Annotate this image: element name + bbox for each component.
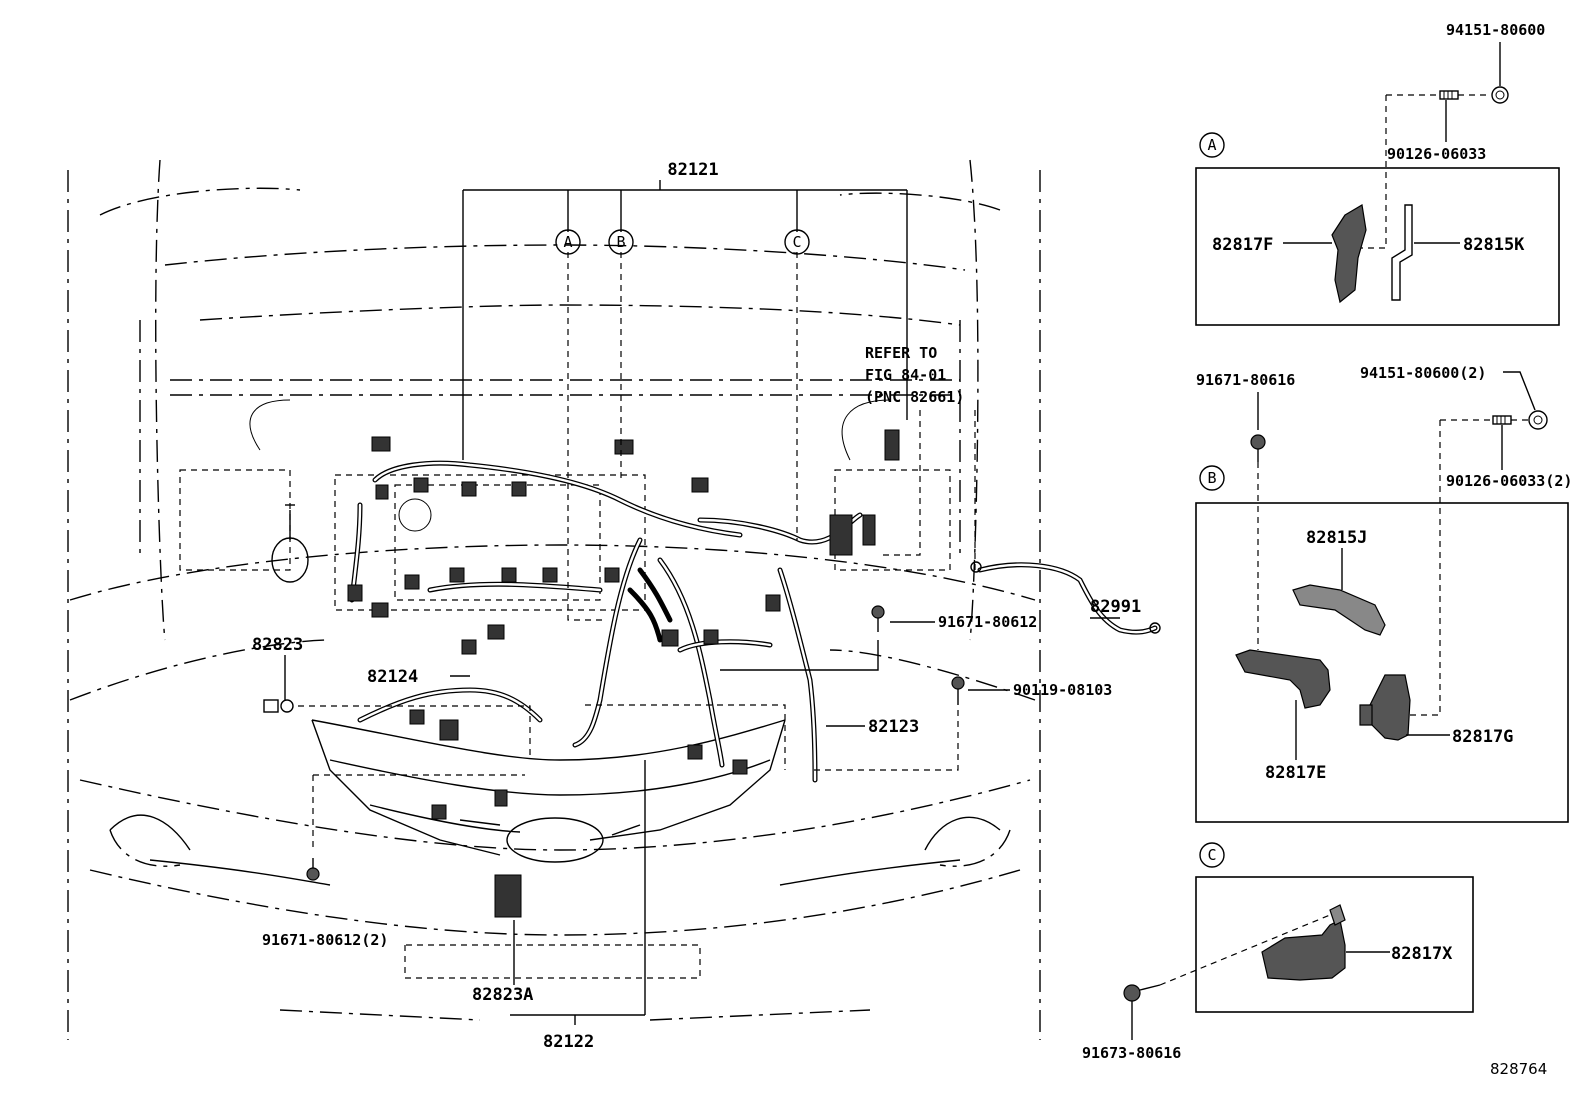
bolt-91671-80612-2-icon [306,858,320,881]
main-leader-lines [284,180,1120,1025]
detail-c-bolt-label: 91673-80616 [1082,1044,1181,1062]
detail-a-marker: A [1207,136,1216,154]
detail-a-nut-label: 94151-80600 [1446,21,1545,39]
detail-b-frame [1195,502,1569,823]
marker-c: C [784,229,810,255]
nut-icon [1491,86,1509,104]
refer-note-line2: FIG 84-01 [865,366,946,384]
detail-b-bracket-left-label: 82817E [1265,763,1326,783]
label-82121: 82121 [667,160,718,180]
bolt-91671-80612-icon [871,605,885,632]
sensor-82823-icon [263,699,294,713]
stud-icon [1439,90,1459,100]
detail-a-bracket-left-label: 82817F [1212,235,1273,255]
label-bolt-91671-80612-2: 91671-80612(2) [262,931,388,949]
label-82122: 82122 [543,1032,594,1052]
detail-c-frame [1195,876,1474,1013]
label-82991: 82991 [1090,597,1141,617]
main-bolts [263,605,965,881]
bracket-82817F-icon [1331,204,1367,304]
marker-a: A [555,229,581,255]
nut-icon-b [1528,410,1548,430]
svg-text:A: A [563,233,572,251]
label-82823A: 82823A [472,985,533,1005]
refer-note-line1: REFER TO [865,344,937,362]
bracket-82817G-icon [1359,674,1411,741]
detail-b-marker: B [1207,469,1216,487]
bolt-91673-80616-icon [1123,984,1161,1002]
marker-b: B [608,229,634,255]
label-82123: 82123 [868,717,919,737]
harness-connectors [347,429,1161,918]
detail-b-bracket-right-label: 82817G [1452,727,1513,747]
detail-b-nut-label: 94151-80600(2) [1360,364,1486,382]
detail-a-frame [1195,167,1560,326]
stud-icon-b [1492,415,1512,425]
refer-note-line3: (PNC 82661) [865,388,964,406]
engine-outline [249,399,891,611]
bolt-91671-80616-icon [1250,434,1266,462]
detail-c-bracket-label: 82817X [1391,944,1453,964]
label-bolt-91671-80612: 91671-80612 [938,613,1037,631]
bracket-82815K-icon [1391,204,1413,301]
detail-c-marker: C [1207,846,1216,864]
svg-text:B: B [616,233,625,251]
detail-a-bracket-right-label: 82815K [1463,235,1525,255]
bracket-82817X-icon [1261,904,1346,981]
detail-b-bracket-top-label: 82815J [1306,528,1367,548]
front-bumper-grille [109,719,1001,886]
bracket-82817E-icon [1235,649,1331,709]
bracket-82815J-icon [1292,584,1386,636]
label-82823: 82823 [252,635,303,655]
svg-text:C: C [792,233,801,251]
detail-b: 91671-80616 94151-80600(2) 90126-06033(2… [1195,364,1572,823]
figure-id: 828764 [1490,1060,1547,1078]
bolt-90119-08103-icon [951,676,965,705]
label-82124: 82124 [367,667,418,687]
detail-b-stud-label: 90126-06033(2) [1446,472,1572,490]
detail-c: C 82817X 91673-80616 [1082,842,1474,1062]
detail-a: 94151-80600 90126-06033 A 82817F 82815K [1195,21,1560,326]
label-bolt-90119-08103: 90119-08103 [1013,681,1112,699]
detail-a-stud-label: 90126-06033 [1387,145,1486,163]
detail-b-bolt-label: 91671-80616 [1196,371,1295,389]
